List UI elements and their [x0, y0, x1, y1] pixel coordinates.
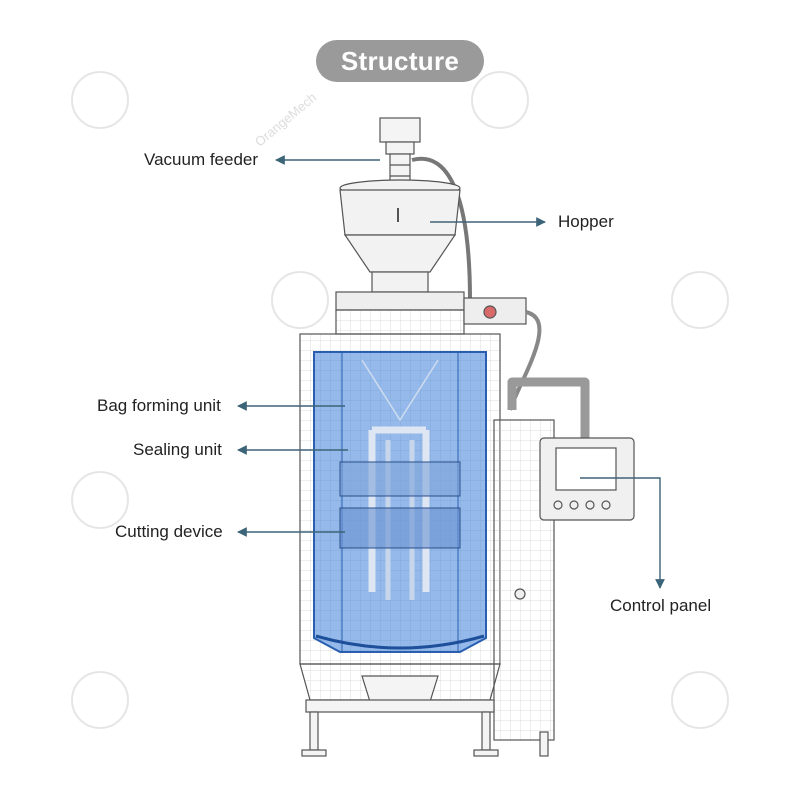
glass-enclosure [313, 351, 487, 653]
callout-arrows [237, 155, 665, 589]
label-cutting-device: Cutting device [115, 522, 223, 541]
label-bag-forming-unit: Bag forming unit [97, 396, 221, 415]
label-hopper: Hopper [558, 212, 614, 231]
page-title: Structure [316, 40, 484, 82]
label-control-panel: Control panel [610, 596, 712, 615]
panel-pipe [507, 377, 590, 440]
machine-base [299, 663, 549, 757]
control-panel-box [514, 437, 635, 600]
label-vacuum-feeder: Vacuum feeder [144, 150, 259, 169]
watermark-marks [71, 71, 729, 729]
hopper [339, 179, 461, 293]
vacuum-feeder [379, 117, 421, 189]
arrow-control-panel [580, 477, 665, 589]
label-sealing-unit: Sealing unit [133, 440, 222, 459]
dosing-unit [335, 291, 527, 335]
